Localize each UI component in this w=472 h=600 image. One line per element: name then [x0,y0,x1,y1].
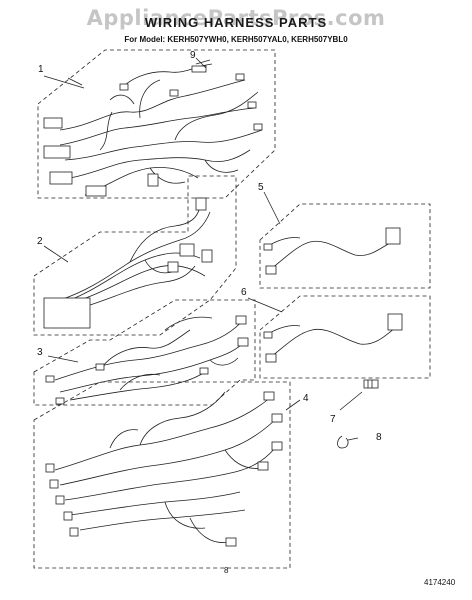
harness-2-connectors [43,197,213,329]
harness-5-wires [267,237,393,269]
harness-6-connectors [263,313,403,363]
harness-3-connectors [45,315,249,405]
callout-9: 9 [190,50,196,61]
harness-4-connectors [45,391,283,547]
harness-5-boundary [259,203,431,289]
callout-3: 3 [37,347,43,358]
callout-4: 4 [303,393,309,404]
part-8-hook [337,435,349,449]
callout-6: 6 [241,287,247,298]
leader-lines [43,57,363,441]
callout-5: 5 [258,182,264,193]
page-title: WIRING HARNESS PARTS [144,15,328,30]
harness-4-boundary [33,381,291,569]
callout-7: 7 [330,414,336,425]
callout-1: 1 [38,64,44,75]
harness-1-wires [59,63,263,196]
callout-2: 2 [37,236,43,247]
document-number: 4174240 [424,578,456,587]
part-7-clip [363,379,379,389]
harness-6-boundary [259,295,431,379]
harness-3-wires [54,316,247,401]
callout-8: 8 [376,432,382,443]
harness-5-connectors [263,227,401,275]
harness-1-boundary [37,49,276,199]
model-subtitle: For Model: KERH507YWH0, KERH507YAL0, KER… [124,35,348,44]
harness-6-wires [267,325,396,357]
harness-4-wires [54,391,276,543]
harness-3-boundary [33,299,256,406]
page-number: 8 [224,566,229,575]
harness-1-connectors [43,65,263,197]
